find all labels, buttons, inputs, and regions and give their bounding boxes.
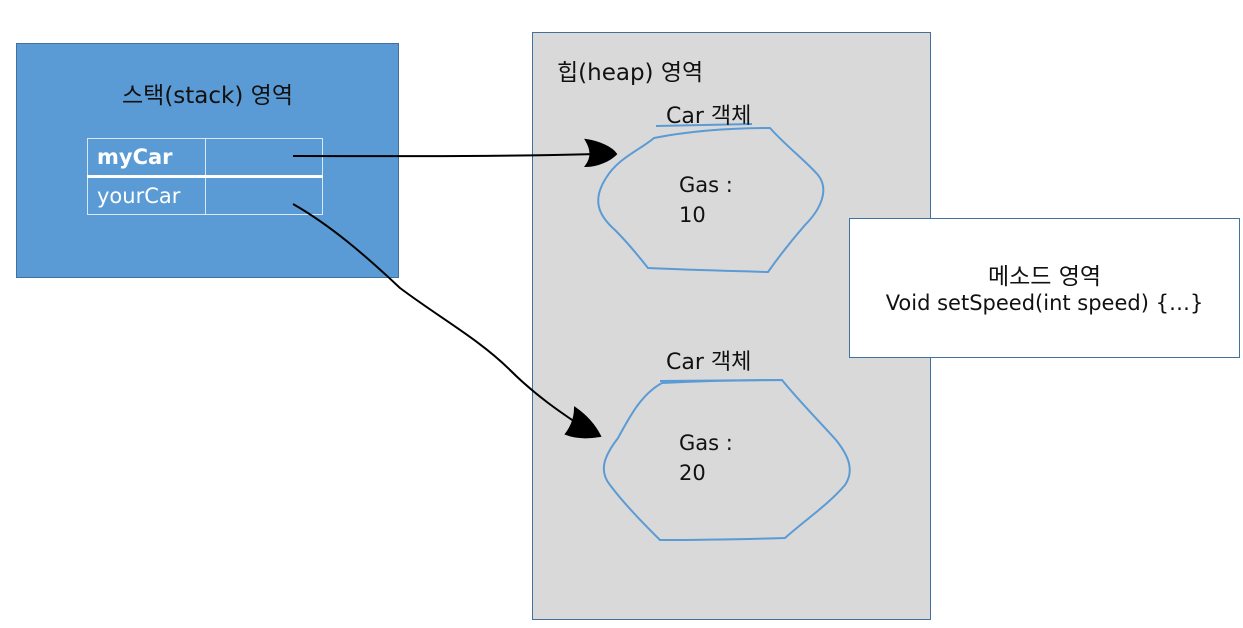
car-object-label-2: Car 객체	[666, 350, 752, 375]
car-object-gas-2: Gas : 20	[679, 428, 733, 488]
method-area: 메소드 영역 Void setSpeed(int speed) {…}	[849, 218, 1240, 358]
stack-area: 스택(stack) 영역 myCar yourCar	[16, 43, 399, 278]
table-row: myCar	[87, 138, 323, 178]
gas-field-value: 20	[679, 461, 706, 485]
heap-title: 힙(heap) 영역	[557, 60, 704, 86]
stack-title: 스택(stack) 영역	[122, 83, 293, 109]
gas-field-label: Gas :	[679, 431, 733, 455]
variable-name-yourcar: yourCar	[87, 176, 206, 215]
method-signature: Void setSpeed(int speed) {…}	[885, 291, 1204, 315]
variable-reference-yourcar	[205, 176, 323, 215]
variable-name-mycar: myCar	[87, 138, 206, 178]
variable-reference-mycar	[205, 138, 323, 178]
car-object-label-1: Car 객체	[666, 104, 752, 129]
table-row: yourCar	[87, 176, 323, 215]
method-area-title: 메소드 영역	[987, 264, 1102, 290]
car-object-gas-1: Gas : 10	[679, 170, 733, 230]
gas-field-label: Gas :	[679, 173, 733, 197]
gas-field-value: 10	[679, 203, 706, 227]
stack-variable-table: myCar yourCar	[87, 138, 323, 215]
